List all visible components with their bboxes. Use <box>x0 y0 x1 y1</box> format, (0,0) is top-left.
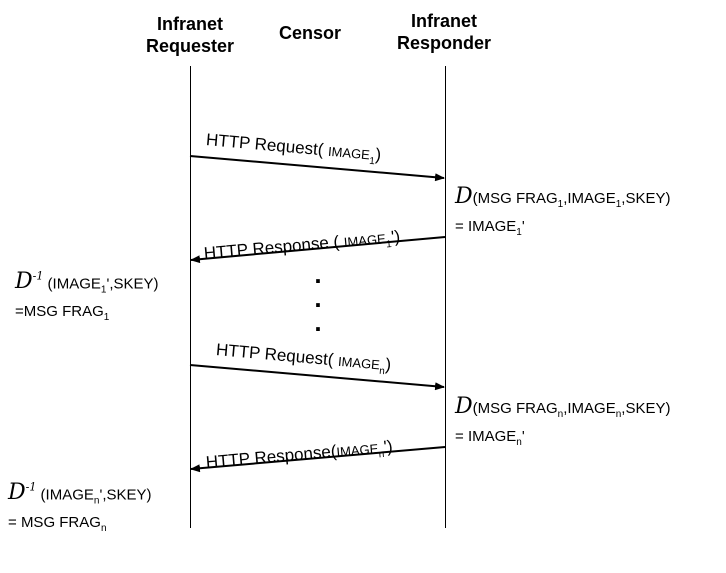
responder-header: Infranet Responder <box>383 10 505 54</box>
decode-n-inverse: -1 <box>25 481 37 494</box>
decode-note-1-line2: =MSG FRAG1 <box>15 301 159 329</box>
encode-1-eq: = <box>455 218 464 235</box>
decode-1-prime: ' <box>106 275 110 293</box>
encode-1-result-prime: ' <box>521 218 525 235</box>
response-1-arg: IMAGE <box>343 231 387 250</box>
requester-header: Infranet Requester <box>130 13 250 57</box>
encode-n-key: ,SKEY) <box>621 400 671 417</box>
request-1-arg: IMAGE <box>327 143 371 163</box>
decode-1-img: IMAGE <box>52 275 101 293</box>
request-1-arrow <box>189 155 445 182</box>
request-n-arrow <box>189 364 445 391</box>
response-n-arg: IMAGE <box>335 441 379 460</box>
encode-n-result: IMAGE <box>467 428 517 445</box>
decode-1-open: ( <box>47 275 53 293</box>
censor-header: Censor <box>278 23 341 43</box>
encode-1-img: IMAGE <box>567 190 616 207</box>
decode-1-func: D <box>15 269 33 295</box>
encode-n-open: ( <box>472 400 478 417</box>
encode-1-comma: , <box>563 190 568 207</box>
decode-n-result-sub: n <box>100 523 107 535</box>
responder-lifeline <box>445 66 446 528</box>
encode-1-key: ,SKEY) <box>621 190 671 207</box>
decode-n-open: ( <box>40 486 46 504</box>
decode-1-key: ,SKEY) <box>109 275 159 293</box>
encode-n-img-sub: n <box>615 409 622 420</box>
encode-n-eq: = <box>455 428 464 445</box>
decode-1-result-sub: 1 <box>103 312 110 324</box>
requester-lifeline <box>190 66 191 528</box>
decode-1-inverse: -1 <box>32 270 44 283</box>
encode-n-result-sub: n <box>516 437 522 448</box>
response-n-arrow <box>190 446 446 473</box>
encode-1-frag-sub: 1 <box>557 199 564 210</box>
encode-note-1: D(MSG FRAG1,IMAGE1,SKEY) = IMAGE1' <box>455 186 670 244</box>
encode-function-symbol: D <box>455 394 473 419</box>
encode-1-result: IMAGE <box>467 218 517 235</box>
response-1-arrow <box>190 236 446 264</box>
encode-note-n-line1: D(MSG FRAGn,IMAGEn,SKEY) <box>455 396 670 426</box>
encode-note-1-line1: D(MSG FRAG1,IMAGE1,SKEY) <box>455 186 670 216</box>
encode-n-frag-sub: n <box>557 409 564 420</box>
requester-header-line2: Requester <box>145 36 235 56</box>
ellipsis-dot: . <box>314 307 322 337</box>
continuation-ellipsis: . . . <box>308 259 328 337</box>
decode-note-n-line1: D-1 (IMAGEn',SKEY) <box>8 477 152 512</box>
responder-header-line1: Infranet <box>410 11 477 31</box>
encode-1-open: ( <box>472 190 478 207</box>
decode-note-1-line1: D-1 (IMAGE1',SKEY) <box>15 266 159 301</box>
encode-note-n: D(MSG FRAGn,IMAGEn,SKEY) = IMAGEn' <box>455 396 670 454</box>
responder-header-line2: Responder <box>396 33 492 53</box>
decode-note-n: D-1 (IMAGEn',SKEY) = MSG FRAGn <box>8 477 152 540</box>
decode-n-prime: ' <box>99 486 103 504</box>
requester-header-line1: Infranet <box>156 14 223 34</box>
encode-n-comma: , <box>563 400 568 417</box>
encode-1-result-sub: 1 <box>516 227 522 238</box>
decode-1-img-sub: 1 <box>100 284 107 296</box>
decode-n-result: MSG FRAG <box>20 514 101 532</box>
ellipsis-dot: . <box>314 259 322 289</box>
decode-1-result: MSG FRAG <box>23 303 104 321</box>
decode-n-eq: = <box>8 514 17 532</box>
decode-note-1: D-1 (IMAGE1',SKEY) =MSG FRAG1 <box>15 266 159 329</box>
decode-1-eq: = <box>15 303 24 321</box>
encode-note-1-line2: = IMAGE1' <box>455 216 670 244</box>
decode-n-img: IMAGE <box>45 486 94 504</box>
encode-n-img: IMAGE <box>567 400 616 417</box>
decode-n-img-sub: n <box>93 495 100 507</box>
encode-function-symbol: D <box>455 184 473 209</box>
encode-note-n-line2: = IMAGEn' <box>455 426 670 454</box>
request-n-arg: IMAGE <box>337 353 381 373</box>
decode-n-key: ,SKEY) <box>102 486 152 504</box>
encode-1-frag: MSG FRAG <box>477 190 558 207</box>
encode-n-result-prime: ' <box>521 428 525 445</box>
encode-n-frag: MSG FRAG <box>477 400 558 417</box>
decode-note-n-line2: = MSG FRAGn <box>8 512 152 540</box>
decode-n-func: D <box>8 480 26 506</box>
decode-function-symbol: D-1 <box>15 269 43 294</box>
encode-1-img-sub: 1 <box>615 199 622 210</box>
decode-function-symbol: D-1 <box>8 480 36 505</box>
ellipsis-dot: . <box>314 283 322 313</box>
